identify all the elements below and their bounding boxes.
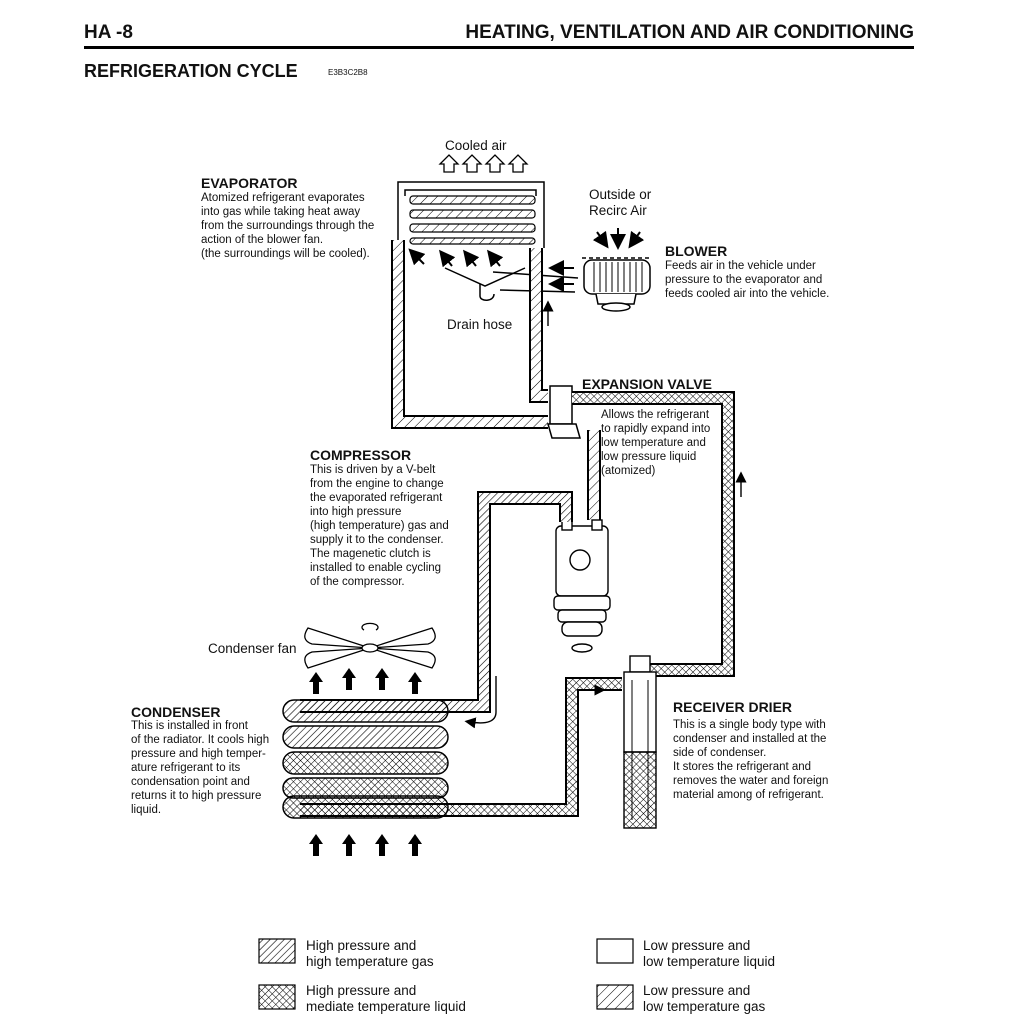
expansion-valve-title: EXPANSION VALVE xyxy=(582,376,712,392)
pipe-low-pressure-gas xyxy=(391,240,601,520)
flow-arrow-liquid xyxy=(588,471,747,696)
legend-swatches xyxy=(258,938,634,1010)
expansion-valve-desc: Allows the refrigerant to rapidly expand… xyxy=(601,409,711,477)
cooled-air-label: Cooled air xyxy=(445,138,507,153)
outside-air-arrows xyxy=(592,228,645,250)
legend-item-hp-ht-gas: High pressure and high temperature gas xyxy=(306,938,434,969)
outside-air-label: Outside or Recirc Air xyxy=(589,187,652,218)
section-title: HEATING, VENTILATION AND AIR CONDITIONIN… xyxy=(465,22,914,43)
condenser-airflow-arrows xyxy=(309,668,422,856)
doc-code: E3B3C2B8 xyxy=(328,68,368,77)
legend-item-lp-lt-gas: Low pressure and low temperature gas xyxy=(643,983,766,1014)
expansion-valve-body xyxy=(547,385,581,439)
evaporator-desc: Atomized refrigerant evaporates into gas… xyxy=(201,192,375,260)
page-title: REFRIGERATION CYCLE xyxy=(84,61,298,81)
compressor-unit xyxy=(553,519,611,653)
receiver-drier-title: RECEIVER DRIER xyxy=(673,699,793,715)
compressor-title: COMPRESSOR xyxy=(310,447,412,463)
condenser-fan xyxy=(304,622,436,669)
condenser-coils xyxy=(282,699,449,819)
pipe-high-pressure-liquid xyxy=(300,391,735,817)
receiver-drier-desc: This is a single body type with condense… xyxy=(673,719,829,801)
condenser-desc: This is installed in front of the radiat… xyxy=(131,720,270,816)
condenser-title: CONDENSER xyxy=(131,704,221,720)
legend-item-hp-mt-liquid: High pressure and mediate temperature li… xyxy=(306,983,466,1014)
page-code: HA -8 xyxy=(84,22,133,43)
blower-to-evap-arrows xyxy=(548,260,574,292)
evaporator-title: EVAPORATOR xyxy=(201,175,298,191)
blower-unit xyxy=(582,257,652,312)
evaporator-core xyxy=(409,195,536,245)
flow-arrow-gas xyxy=(464,676,497,729)
legend-item-lp-lt-liquid: Low pressure and low temperature liquid xyxy=(643,938,776,969)
blower-desc: Feeds air in the vehicle under pressure … xyxy=(665,260,830,300)
cooled-air-arrows xyxy=(438,154,529,173)
receiver-drier xyxy=(623,655,657,829)
blower-title: BLOWER xyxy=(665,243,728,259)
evaporator-airflow-arrows xyxy=(408,248,504,268)
header-rule xyxy=(84,46,914,49)
compressor-desc: This is driven by a V-belt from the engi… xyxy=(310,464,449,588)
drain-hose-label: Drain hose xyxy=(447,317,513,332)
condenser-fan-label: Condenser fan xyxy=(208,641,297,656)
evaporator-housing xyxy=(397,181,545,248)
